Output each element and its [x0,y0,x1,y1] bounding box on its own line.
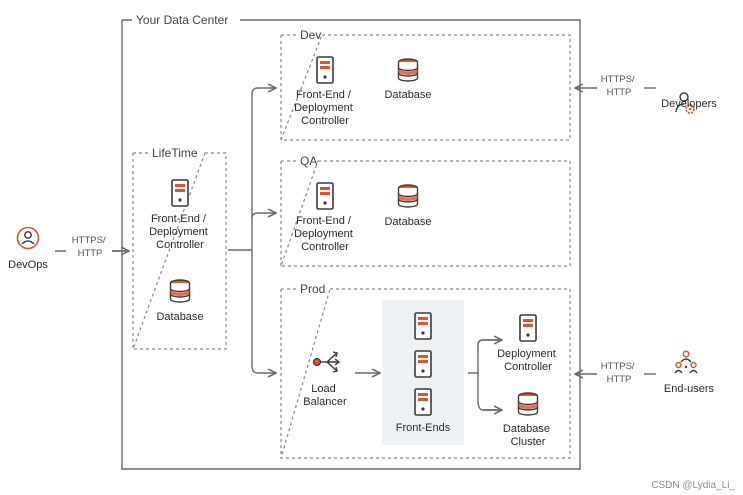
prod-database-cluster-label: Database Cluster [503,423,553,448]
devops-protocol-label: HTTPS/ HTTP [72,235,108,259]
endusers-protocol-label: HTTPS/ HTTP [601,361,637,385]
developers-actor: Developers HTTPS/ HTTP [575,74,717,114]
data-center-title: Your Data Center [136,13,228,27]
frontend-server-3-icon [414,388,432,416]
dev-server-label: Front-End / Deployment Controller [294,89,356,127]
devops-actor: DevOps HTTPS/ HTTP [8,226,129,271]
qa-database-icon [397,184,419,208]
dev-database-label: Database [384,89,431,101]
data-center-frame: Your Data Center [121,13,581,470]
qa-box: QA Front-End / Deployment Controller Dat… [280,154,571,267]
frontends-label: Front-Ends [396,422,451,434]
frontend-server-2-icon [414,350,432,378]
load-balancer-label: Load Balancer [303,383,347,408]
qa-server-icon [316,182,334,210]
frontends-branch [477,339,502,411]
dev-database-icon [397,58,419,82]
watermark: CSDN @Lydia_Li_ [651,480,735,491]
endusers-label: End-users [664,383,715,395]
prod-title: Prod [300,282,325,296]
prod-box: Prod Load Balancer Front-Ends Deployment… [280,282,571,459]
developers-label: Developers [661,98,717,110]
developers-protocol-label: HTTPS/ HTTP [601,74,637,98]
dev-box: Dev Front-End / Deployment Controller Da… [280,28,571,141]
load-balancer-icon [312,351,341,373]
prod-deployment-controller-icon [519,314,537,342]
devops-person-icon [16,226,40,250]
lifetime-database-icon [169,279,191,303]
qa-title: QA [300,154,317,168]
lifetime-title: LifeTime [152,146,198,160]
lifetime-branch-arrows [228,88,276,373]
lifetime-server-label: Front-End / Deployment Controller [149,213,211,251]
lifetime-box: LifeTime Front-End / Deployment Controll… [132,146,227,350]
frontend-server-1-icon [414,312,432,340]
dev-server-icon [316,56,334,84]
lifetime-server-icon [171,179,189,207]
lifetime-database-label: Database [156,311,203,323]
prod-deployment-controller-label: Deployment Controller [497,348,559,373]
qa-server-label: Front-End / Deployment Controller [294,215,356,253]
developer-gear-icon [675,92,695,114]
endusers-actor: End-users HTTPS/ HTTP [575,350,715,395]
prod-database-cluster-icon [517,392,539,416]
devops-label: DevOps [8,259,48,271]
end-users-group-icon [674,350,698,374]
qa-database-label: Database [384,216,431,228]
dev-title: Dev [300,28,321,42]
